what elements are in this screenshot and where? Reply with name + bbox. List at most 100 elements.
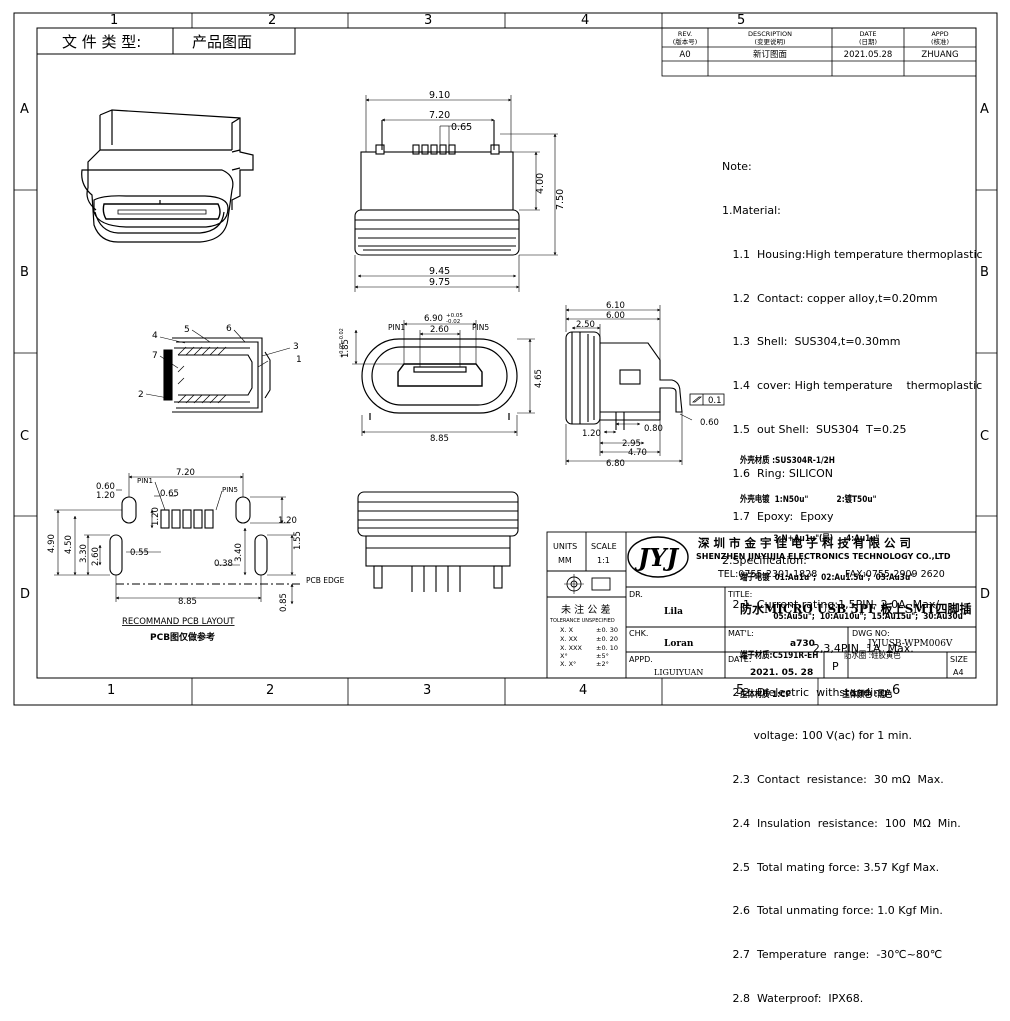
note-line: 1.1 Housing:High temperature thermoplast… xyxy=(722,247,983,261)
dim-1-20-right: 1.20 xyxy=(582,429,601,439)
note-line: voltage: 100 V(ac) for 1 min. xyxy=(722,729,913,743)
company-name-en: SHENZHEN JINYUJIA ELECTRONICS TECHNOLOGY… xyxy=(696,552,951,561)
front-view-dims xyxy=(352,320,535,436)
cn-spec-line: 主体材质 1:CP 主体颜色 :黑色 xyxy=(740,689,967,702)
rev-header-appd: APPD xyxy=(931,30,948,38)
note-line: 2.6 Total unmating force: 1.0 Kgf Min. xyxy=(722,904,943,918)
dr-value: Lila xyxy=(664,607,683,617)
pcb-dims xyxy=(54,473,300,605)
section-label-3: 3 xyxy=(293,342,299,352)
rev-row-appd: ZHUANG xyxy=(921,50,958,60)
appd-value: LIGUIYUAN xyxy=(654,668,703,677)
tolerance-cn: 未 注 公 差 xyxy=(561,603,611,616)
cn-spec-block: 外壳材质 :SUS304R-1/2H 外壳电镀 1:N50u" 2:镀T50u"… xyxy=(740,429,967,715)
note-line: 2.1 Current rating:1,5PIN 2.0A Max/ xyxy=(722,598,940,611)
tol-key-3: X° xyxy=(560,652,568,660)
tol-val-4: ±2° xyxy=(596,660,609,668)
cn-spec-body: 主体材质 1:CP xyxy=(740,690,792,700)
zone-ticks xyxy=(14,13,997,705)
cn-spec-line: 05:Au5u"; 10:Au10u"; 15:Au15u"; 30:Au30u… xyxy=(740,612,967,622)
front-view xyxy=(361,338,518,420)
note-line: 2,3,4PIN 1A Max. xyxy=(722,641,914,655)
right-view-dims xyxy=(565,305,693,465)
dim-4-70: 4.70 xyxy=(628,448,647,458)
col-top-4: 4 xyxy=(581,13,589,28)
tol-key-4: X. X° xyxy=(560,660,576,668)
dim-4-00: 4.00 xyxy=(535,173,546,194)
note-line: 2.Specification: xyxy=(722,554,807,568)
dim-0-80: 0.80 xyxy=(644,424,663,434)
dim-7-20: 7.20 xyxy=(429,110,450,121)
pcb-caption-cn: PCB图仅做参考 xyxy=(150,631,215,643)
cn-spec-color: 主体颜色 :黑色 xyxy=(842,690,893,700)
pcb-dim-2-60: 2.60 xyxy=(91,547,101,566)
outer-frame xyxy=(13,12,998,706)
note-line: 1.6 Ring: SILICON xyxy=(722,466,833,480)
pcb-dim-3-40: 3.40 xyxy=(234,543,244,562)
iso-view xyxy=(81,109,254,243)
col-top-3: 3 xyxy=(424,13,432,28)
flatness-box xyxy=(689,393,725,406)
note-line: 2.7 Temperature range: -30℃~80℃ xyxy=(722,948,943,962)
pcb-pin5: PIN5 xyxy=(222,486,238,494)
row-left-b: B xyxy=(20,265,29,280)
dim-0-60: 0.60 xyxy=(700,418,719,428)
pcb-edge-label: PCB EDGE xyxy=(306,576,345,585)
pcb-dim-0-85: 0.85 xyxy=(279,593,289,612)
section-label-4: 4 xyxy=(152,331,158,341)
tol-val-2: ±0. 10 xyxy=(596,644,618,652)
cn-spec-line: 端子电镀 01:Au1u"; 02:Au1.5u"; 03:Au3u" xyxy=(740,573,915,583)
col-top-2: 2 xyxy=(268,13,276,28)
date-value: 2021. 05. 28 xyxy=(750,668,813,678)
p-label: P xyxy=(832,660,839,673)
note-line: 2.2 Dielectric withstanding xyxy=(722,685,888,699)
size-label: SIZE xyxy=(950,655,968,664)
date-label: DATE: xyxy=(728,655,752,664)
rev-header-desc: DESCRIPTION xyxy=(748,30,792,38)
rev-row-date: 2021.05.28 xyxy=(844,50,893,60)
cn-spec-line: 3:N+Au1u"(局) 4:Au1u" xyxy=(740,534,880,544)
dim-6-90: 6.90 xyxy=(424,314,443,324)
row-right-b: B xyxy=(980,265,989,280)
company-fax: FAX:0755-2909 2620 xyxy=(845,569,945,580)
front-pin1: PIN1 xyxy=(388,323,405,332)
cn-spec-terminal: 端子材质:C5191R-EH xyxy=(740,651,819,661)
note-line: 2.5 Total mating force: 3.57 Kgf Max. xyxy=(722,860,940,874)
pcb-dim-1-20-b: 1.20 xyxy=(151,507,161,526)
company-logo xyxy=(627,536,689,578)
appd-label: APPD. xyxy=(629,655,653,664)
note-line: Note: xyxy=(722,160,752,174)
top-view-dims xyxy=(354,95,558,292)
rev-row-rev: A0 xyxy=(679,50,690,60)
pcb-dim-3-30: 3.30 xyxy=(79,544,89,563)
top-view xyxy=(354,120,520,256)
row-left-c: C xyxy=(20,429,29,444)
dim-2-60: 2.60 xyxy=(430,325,449,335)
matl-value: a730 xyxy=(790,639,815,649)
col-top-5: 5 xyxy=(737,13,745,28)
cn-spec-ring: 防水圈 :硅胶黄色 xyxy=(844,651,901,661)
tol-val-0: ±0. 30 xyxy=(596,626,618,634)
note-line: 2.4 Insulation resistance: 100 MΩ Min. xyxy=(722,816,961,830)
title-label: TITLE: xyxy=(727,590,752,599)
row-right-c: C xyxy=(980,429,989,444)
section-label-6: 6 xyxy=(226,324,232,334)
dim-4-65: 4.65 xyxy=(534,369,544,388)
note-line: 1.Material: xyxy=(722,203,781,217)
dim-9-75: 9.75 xyxy=(429,277,450,288)
section-label-2: 2 xyxy=(138,390,144,400)
section-label-5: 5 xyxy=(184,325,190,335)
dim-6-10: 6.10 xyxy=(606,301,625,311)
row-right-a: A xyxy=(980,102,989,117)
dim-9-10: 9.10 xyxy=(429,90,450,101)
pcb-dim-8-85: 8.85 xyxy=(178,597,197,607)
scale-label: SCALE xyxy=(591,542,617,551)
col-bottom-3: 3 xyxy=(423,683,431,698)
section-label-7: 7 xyxy=(152,351,158,361)
revision-table xyxy=(661,27,977,77)
col-bottom-5: 5 xyxy=(736,683,744,698)
dim-8-85-front: 8.85 xyxy=(430,434,449,444)
col-top-1: 1 xyxy=(110,13,118,28)
cn-spec-line: 外壳电镀 1:N50u" 2:镀T50u" xyxy=(740,495,877,505)
note-line: 1.7 Epoxy: Epoxy xyxy=(722,510,834,524)
